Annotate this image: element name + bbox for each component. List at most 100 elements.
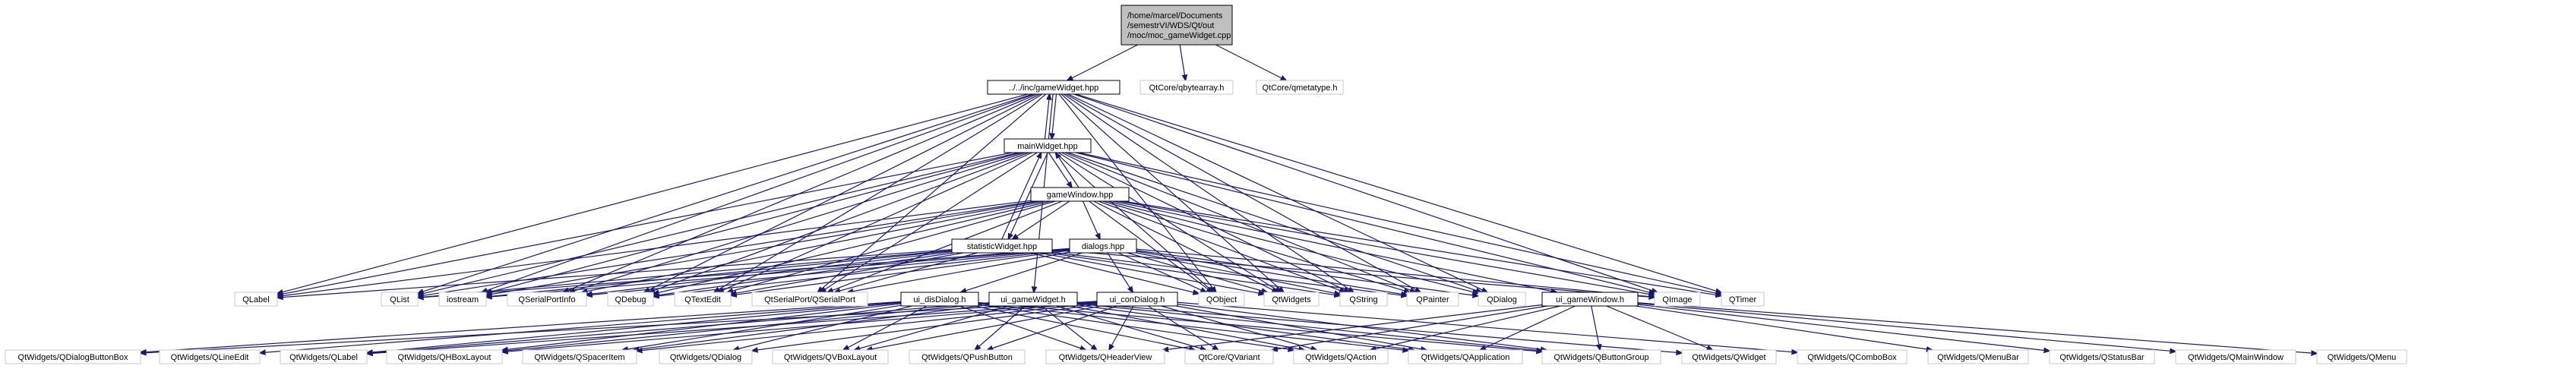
edge-mainWidget-to-QImage: [1075, 152, 1655, 294]
node-box: [1139, 80, 1234, 95]
edge-gameWindow-to-QPainter: [1102, 200, 1410, 292]
edge-gameWidget-to-QList: [418, 93, 1033, 293]
node-box: [381, 292, 419, 307]
edge-ui_disDialog-to-w_QLabel: [367, 302, 902, 353]
node-label: QtWidgets/QButtonGroup: [1554, 353, 1648, 362]
edge-ui_conDialog-to-c_QVariant: [1148, 305, 1218, 350]
edge-gameWindow-to-QList: [418, 200, 1036, 296]
node-box: [1927, 349, 2029, 364]
node-box: [900, 292, 979, 307]
edge-statisticWidget-to-QTextEdit: [731, 252, 964, 294]
node-QtSerialPort: QtSerialPort/QSerialPort: [751, 292, 868, 307]
edge-ui_conDialog-to-w_QButtonGroup: [1177, 303, 1547, 350]
node-label: QSerialPortInfo: [518, 295, 575, 304]
edge-ui_gameWindow-to-w_QMenu: [1637, 302, 2317, 354]
node-statisticWidget[interactable]: statisticWidget.hpp: [951, 238, 1053, 254]
node-box: [159, 349, 261, 364]
node-box: [987, 80, 1120, 95]
node-moc[interactable]: /home/marcel/Documents/semestrVI/WDS/Qt/…: [1120, 5, 1233, 46]
edge-ui_conDialog-to-w_QHeaderView: [1109, 305, 1134, 350]
node-label: QtWidgets: [1272, 295, 1311, 304]
node-ui_disDialog[interactable]: ui_disDialog.h: [900, 292, 979, 307]
node-QDebug: QDebug: [607, 292, 654, 307]
edge-gameWidget-to-QtSerialPort: [817, 93, 1047, 292]
edge-mainWidget-to-QTextEdit: [718, 152, 1033, 292]
node-box: [951, 238, 1053, 254]
node-gameWidget[interactable]: ../../inc/gameWidget.hpp: [987, 80, 1120, 95]
node-box: [1478, 292, 1526, 307]
node-box: [988, 292, 1078, 307]
edge-dialogs-to-ui_conDialog: [1107, 252, 1133, 292]
node-mainWidget[interactable]: mainWidget.hpp: [1004, 138, 1092, 153]
node-box: [1541, 292, 1639, 307]
edge-mainWidget-to-QTimer: [1078, 152, 1721, 295]
node-qmetatype: QtCore/qmetatype.h: [1256, 80, 1344, 95]
node-label: QtWidgets/QStatusBar: [2059, 353, 2145, 362]
edge-ui_gameWindow-to-c_QVariant: [1272, 305, 1547, 350]
node-label: QtWidgets/QDialogButtonBox: [18, 353, 128, 362]
edge-gameWindow-to-QImage: [1118, 200, 1655, 295]
edge-ui_disDialog-to-w_QSpacerItem: [622, 304, 902, 350]
node-w_QHBoxLayout: QtWidgets/QHBoxLayout: [386, 349, 503, 364]
edge-gameWindow-to-statisticWidget: [1013, 200, 1070, 239]
edge-statisticWidget-to-QSerialPortInfo: [586, 251, 953, 295]
edge-statisticWidget-to-mainWidget: [1001, 153, 1041, 240]
edge-ui_gameWindow-to-w_QAction: [1370, 305, 1561, 350]
node-box: [1541, 349, 1661, 364]
node-ui_gameWindow[interactable]: ui_gameWindow.h: [1541, 292, 1639, 307]
node-label: QtCore/qmetatype.h: [1262, 84, 1337, 93]
edge-dialogs-to-QString: [1136, 252, 1340, 295]
edge-gameWindow-to-QDialog: [1107, 200, 1478, 293]
edge-ui_gameWidget-to-w_QHeaderView: [1041, 305, 1097, 350]
node-box: [674, 292, 732, 307]
node-label: QtWidgets/QAction: [1305, 353, 1377, 362]
node-ui_conDialog[interactable]: ui_conDialog.h: [1096, 292, 1178, 307]
edge-ui_disDialog-to-w_QApplication: [978, 303, 1408, 351]
edge-gameWindow-to-QTextEdit: [727, 200, 1056, 292]
edge-gameWindow-to-ui_gameWindow: [1113, 200, 1557, 292]
node-box: [1293, 349, 1389, 364]
edge-gameWidget-to-iostream: [482, 93, 1035, 292]
node-label: QtWidgets/QMenuBar: [1937, 353, 2019, 362]
edge-ui_conDialog-to-w_QHBoxLayout: [502, 301, 1098, 352]
node-gameWindow[interactable]: gameWindow.hpp: [1030, 187, 1130, 202]
node-label: QTextEdit: [684, 295, 721, 304]
edge-gameWindow-to-QtSerialPort: [827, 200, 1063, 292]
edge-mainWidget-to-QLabel: [277, 152, 1013, 295]
node-label: ../../inc/gameWidget.hpp: [1009, 84, 1099, 93]
edge-ui_gameWidget-to-w_QWidget: [1076, 302, 1682, 353]
node-box: [386, 349, 503, 364]
node-w_QWidget: QtWidgets/QWidget: [1681, 349, 1777, 364]
node-ui_gameWidget[interactable]: ui_gameWidget.h: [988, 292, 1078, 307]
node-box: [607, 292, 654, 307]
edge-mainWidget-to-gameWidget: [1044, 94, 1049, 140]
node-box: [1256, 80, 1344, 95]
edge-dialogs-to-QImage: [1136, 248, 1655, 297]
edge-mainWidget-to-gameWindow: [1048, 152, 1072, 188]
node-QSerialPortInfo: QSerialPortInfo: [507, 292, 587, 307]
edge-gameWindow-to-iostream: [486, 200, 1040, 295]
edge-ui_conDialog-to-w_QDialogButtonBox: [141, 301, 1098, 353]
edge-ui_gameWindow-to-w_QWidget: [1606, 305, 1713, 350]
node-w_QMenuBar: QtWidgets/QMenuBar: [1927, 349, 2029, 364]
edge-ui_disDialog-to-c_QVariant: [974, 305, 1195, 350]
node-label: QtWidgets/QMenu: [2328, 353, 2396, 362]
node-label: dialogs.hpp: [1082, 242, 1124, 251]
node-layer: /home/marcel/Documents/semestrVI/WDS/Qt/…: [5, 5, 2407, 364]
node-label: QtWidgets/QHBoxLayout: [398, 353, 491, 362]
edge-ui_disDialog-to-w_QButtonGroup: [978, 301, 1542, 352]
edge-gameWindow-to-QLabel: [277, 200, 1032, 296]
node-QObject: QObject: [1198, 292, 1245, 307]
node-dialogs[interactable]: dialogs.hpp: [1069, 238, 1137, 254]
node-w_QApplication: QtWidgets/QApplication: [1408, 349, 1523, 364]
edge-dialogs-to-QtWidgets: [1127, 252, 1267, 292]
edge-gameWindow-to-QDebug: [653, 200, 1051, 294]
edge-gameWindow-to-mainWidget: [1056, 153, 1079, 188]
edge-mainWidget-to-QList: [418, 152, 1019, 295]
node-box: [1004, 138, 1092, 153]
edge-statisticWidget-to-QList: [418, 250, 953, 298]
node-label: QtWidgets/QComboBox: [1807, 353, 1897, 362]
node-label: QtCore/qbytearray.h: [1149, 84, 1225, 93]
edge-ui_disDialog-to-w_QLineEdit: [260, 301, 902, 353]
